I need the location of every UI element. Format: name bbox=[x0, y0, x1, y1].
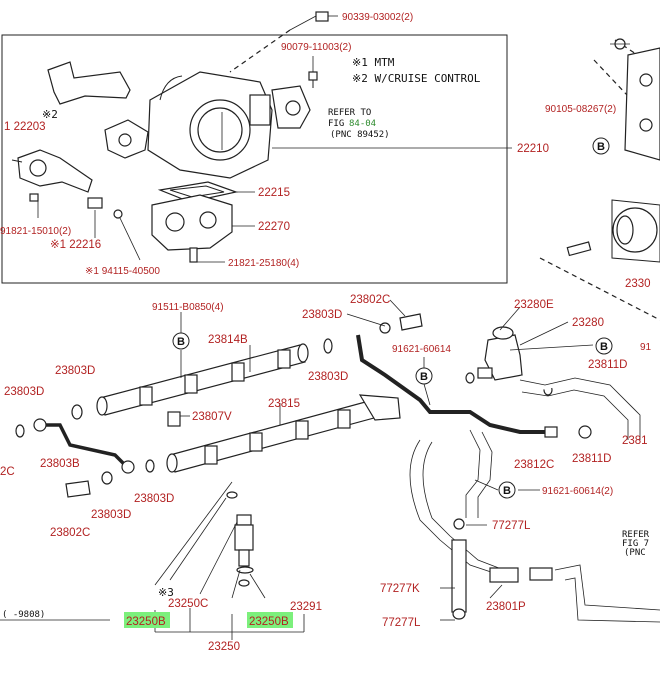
idle-control-22270-drawing bbox=[151, 194, 233, 251]
note-refer-to: REFER TO bbox=[328, 108, 371, 118]
fuel-rail-23814b-drawing bbox=[96, 343, 309, 416]
label-91-right[interactable]: 91 bbox=[640, 342, 652, 353]
label-22270[interactable]: 22270 bbox=[258, 221, 290, 233]
svg-text:B: B bbox=[177, 336, 185, 348]
label-2381-right[interactable]: 2381 bbox=[622, 435, 648, 447]
upper-leader-lines bbox=[37, 147, 512, 263]
label-23280e[interactable]: 23280E bbox=[514, 299, 554, 311]
throttle-body-drawing bbox=[104, 71, 311, 179]
pulsation-damper-23280-drawing bbox=[477, 326, 523, 381]
label-90339[interactable]: 90339-03002(2) bbox=[342, 12, 413, 23]
label-94115[interactable]: ※1 94115-40500 bbox=[85, 266, 160, 277]
label-23803d-left-top[interactable]: 23803D bbox=[55, 365, 95, 377]
label-23250b-left[interactable]: 23250B bbox=[126, 616, 166, 628]
note-refer-right-3: (PNC bbox=[624, 548, 646, 558]
throttle-body-group-frame bbox=[1, 34, 508, 284]
label-23803d-1[interactable]: 23803D bbox=[302, 309, 342, 321]
note-pnc: (PNC 89452) bbox=[330, 130, 390, 140]
label-23814b[interactable]: 23814B bbox=[208, 334, 248, 346]
callout-b-5: B bbox=[498, 481, 516, 499]
label-23291[interactable]: 23291 bbox=[290, 601, 322, 613]
small-screws-drawing bbox=[29, 193, 198, 263]
highlight-23250b-left bbox=[124, 612, 170, 628]
callout-b-1: B bbox=[592, 137, 610, 155]
fuel-pipe-77277-drawing bbox=[451, 518, 553, 620]
label-2330[interactable]: 2330 bbox=[625, 278, 651, 290]
label-23803d-4[interactable]: 23803D bbox=[91, 509, 131, 521]
label-91621-60614[interactable]: 91621-60614 bbox=[392, 344, 451, 355]
screw-90339-drawing bbox=[229, 11, 338, 73]
note-range: ( -9808) bbox=[2, 610, 45, 620]
label-23802c-bot[interactable]: 23802C bbox=[50, 527, 90, 539]
right-bracket-drawing bbox=[624, 47, 660, 161]
svg-text:B: B bbox=[420, 371, 428, 383]
bolt-90079-drawing bbox=[308, 56, 318, 88]
label-23803d-left[interactable]: 23803D bbox=[4, 386, 44, 398]
label-22215[interactable]: 22215 bbox=[258, 187, 290, 199]
note-fig-number: 84-04 bbox=[349, 119, 376, 129]
svg-text:B: B bbox=[600, 341, 608, 353]
callout-b-4: B bbox=[595, 337, 613, 355]
label-23811d-2[interactable]: 23811D bbox=[572, 453, 611, 465]
note-fig-prefix: FIG bbox=[328, 119, 344, 129]
bracket-drawing bbox=[47, 61, 131, 105]
note-cruise: ※2 W/CRUISE CONTROL bbox=[352, 72, 481, 85]
lower-leader-lines bbox=[180, 299, 594, 621]
label-23250[interactable]: 23250 bbox=[208, 641, 240, 653]
clips-drawing bbox=[544, 425, 592, 439]
label-22210[interactable]: 22210 bbox=[517, 143, 549, 155]
label-23250b-right[interactable]: 23250B bbox=[249, 616, 289, 628]
injector-leader-lines bbox=[154, 481, 305, 640]
fuel-hoses-drawing bbox=[356, 334, 660, 623]
label-23280[interactable]: 23280 bbox=[572, 317, 604, 329]
fuel-rail-23815-drawing bbox=[166, 394, 401, 473]
right-small-bolt-drawing bbox=[566, 241, 592, 257]
note-mark3: ※3 bbox=[158, 586, 174, 599]
callout-b-3: B bbox=[415, 367, 433, 385]
label-23812c[interactable]: 23812C bbox=[514, 459, 554, 471]
svg-text:B: B bbox=[503, 485, 511, 497]
label-77277l-1[interactable]: 77277L bbox=[492, 520, 531, 532]
label-90079[interactable]: 90079-11003(2) bbox=[281, 42, 351, 53]
sensor-22203-drawing bbox=[11, 149, 93, 193]
label-22216[interactable]: ※1 22216 bbox=[50, 239, 101, 251]
label-22203[interactable]: 1 22203 bbox=[4, 121, 46, 133]
label-23803d-3[interactable]: 23803D bbox=[134, 493, 174, 505]
note-mtm: ※1 MTM bbox=[352, 56, 395, 69]
fuel-pipe-23803b-drawing bbox=[33, 418, 135, 474]
label-23803d-2[interactable]: 23803D bbox=[308, 371, 348, 383]
callout-b-2: B bbox=[172, 332, 190, 350]
label-77277l-2[interactable]: 77277L bbox=[382, 617, 421, 629]
union-bolts-drawing bbox=[65, 313, 423, 498]
label-91621-60614-2[interactable]: 91621-60614(2) bbox=[542, 486, 613, 497]
note-mark2: ※2 bbox=[42, 108, 58, 121]
label-23811d-top[interactable]: 23811D bbox=[588, 359, 627, 371]
label-23801p[interactable]: 23801P bbox=[486, 601, 526, 613]
label-23250c[interactable]: 23250C bbox=[168, 598, 208, 610]
pressure-regulator-right-drawing bbox=[611, 199, 660, 263]
label-23803b[interactable]: 23803B bbox=[40, 458, 80, 470]
svg-text:B: B bbox=[597, 141, 605, 153]
label-91821-25180[interactable]: 21821-25180(4) bbox=[228, 258, 299, 269]
label-91511[interactable]: 91511-B0850(4) bbox=[152, 302, 224, 313]
label-23802c-top[interactable]: 23802C bbox=[350, 294, 390, 306]
label-91821-15010[interactable]: 91821-15010(2) bbox=[0, 226, 71, 237]
note-refer-right-2: FIG 7 bbox=[622, 539, 649, 549]
label-23815[interactable]: 23815 bbox=[268, 398, 300, 410]
highlight-23250b-right bbox=[247, 612, 293, 628]
note-refer-right-1: REFER bbox=[622, 530, 650, 540]
label-90105[interactable]: 90105-08267(2) bbox=[545, 104, 616, 115]
label-23807v[interactable]: 23807V bbox=[192, 411, 232, 423]
label-77277k[interactable]: 77277K bbox=[380, 583, 420, 595]
label-2c[interactable]: 2C bbox=[0, 466, 15, 478]
injector-23250-drawing bbox=[226, 491, 254, 587]
